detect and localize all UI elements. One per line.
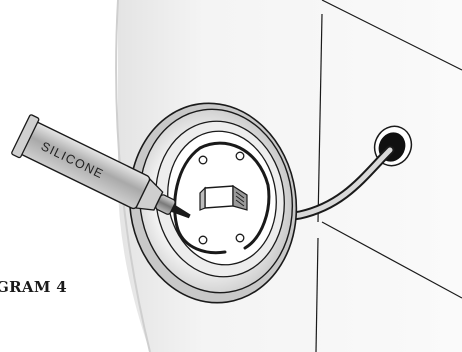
screw-hole-bottom-right <box>236 234 244 242</box>
screw-hole-top-left <box>199 156 207 164</box>
screw-hole-top-right <box>236 152 244 160</box>
diagram-caption: GRAM 4 <box>0 278 67 296</box>
screw-hole-bottom-left <box>199 236 207 244</box>
